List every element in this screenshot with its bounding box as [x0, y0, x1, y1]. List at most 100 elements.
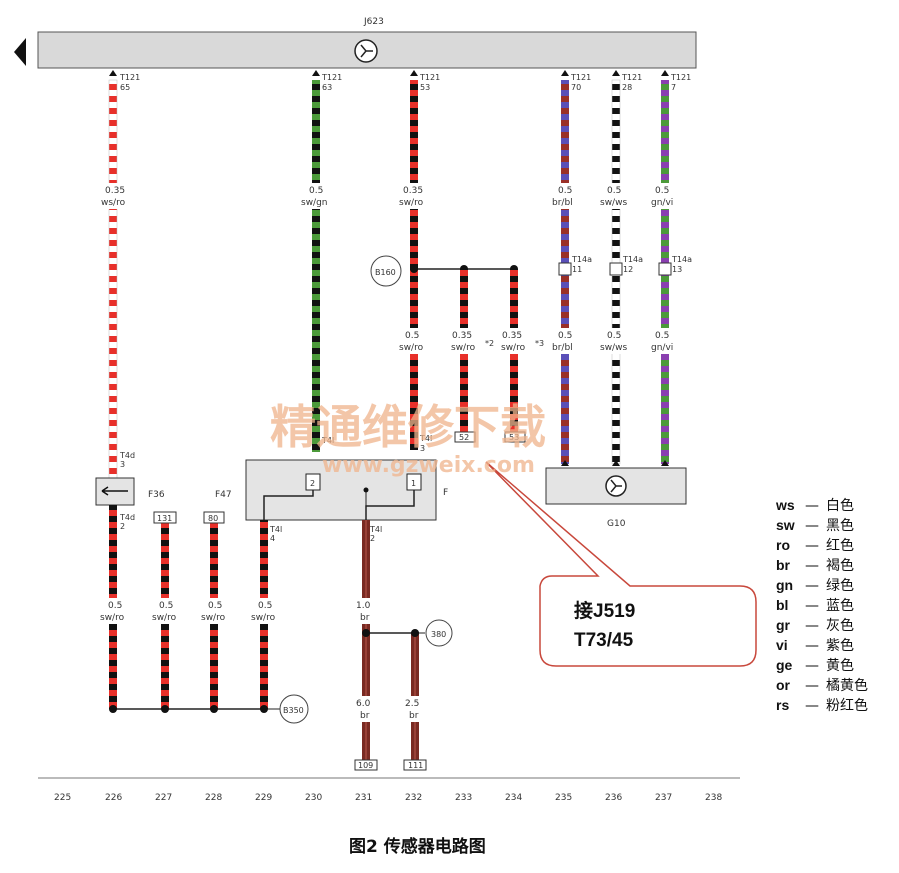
connector-t14a-13 [658, 262, 672, 276]
wire-gauge: 2.5 [405, 699, 419, 709]
wire-color: sw/ro [152, 613, 177, 623]
wire-color: gn/vi [651, 343, 673, 353]
legend-code: ge [776, 657, 793, 673]
wire-color: sw/ro [399, 343, 424, 353]
wire-color: sw/ro [451, 343, 476, 353]
pin-conn-label: T121 [570, 73, 591, 82]
pin-number-label: 70 [571, 83, 581, 92]
wire-gauge: 0.5 [558, 331, 572, 341]
t14a-pin: 13 [672, 265, 682, 274]
legend-name: 黄色 [826, 657, 854, 674]
column-number: 227 [155, 793, 172, 803]
color-legend: ws — 白色 sw — 黑色 ro — 红色 br — 褐色 gn — 绿色 … [775, 497, 868, 714]
legend-dash: — [805, 498, 819, 514]
wire-gauge: 0.5 [655, 186, 669, 196]
pin-conn-label: T4d [119, 451, 135, 460]
column-number: 232 [405, 793, 422, 803]
wire-note: *2 [485, 339, 494, 348]
pin-number-label: 28 [622, 83, 632, 92]
wire-color: sw/ro [399, 198, 424, 208]
pin-number-label: 4 [270, 534, 275, 543]
legend-dash: — [805, 598, 819, 614]
splice-b350 [279, 694, 309, 724]
legend-code: ro [776, 537, 790, 553]
j623-label: J623 [363, 17, 384, 27]
wire-color: br/bl [552, 198, 573, 208]
legend-code: br [776, 557, 791, 573]
ref-box-131 [153, 511, 177, 524]
watermark-text: 精通维修下载 [270, 400, 546, 454]
legend-dash: — [805, 518, 819, 534]
column-number: 238 [705, 793, 722, 803]
legend-name: 绿色 [826, 577, 854, 594]
column-number: 235 [555, 793, 572, 803]
legend-name: 灰色 [826, 617, 854, 634]
f-pin-2-label: 2 [310, 479, 315, 488]
watermark-url: www.gzweix.com [322, 453, 535, 478]
wire-gauge: 0.5 [607, 331, 621, 341]
switch-arrow-icon [101, 486, 128, 496]
wire-gauge: 0.5 [108, 601, 122, 611]
wire-color: br [360, 613, 370, 623]
legend-code: ws [775, 497, 795, 513]
figure-caption: 图2 传感器电路图 [349, 836, 486, 857]
wire-sw-gn-230 [312, 80, 320, 452]
wire-color: gn/vi [651, 198, 673, 208]
component-f [245, 459, 437, 521]
pin-conn-label: T121 [621, 73, 642, 82]
g10-label: G10 [607, 519, 626, 529]
wire-note: *3 [535, 339, 544, 348]
pin-number-label: 63 [322, 83, 332, 92]
ref-109-label: 109 [358, 761, 373, 770]
f-pin-1-label: 1 [411, 479, 416, 488]
splice-b350-label: B350 [283, 706, 304, 715]
column-number: 237 [655, 793, 672, 803]
wire-gauge: 0.5 [405, 331, 419, 341]
connector-t14a-11 [558, 262, 572, 276]
legend-name: 橘黄色 [826, 677, 868, 694]
splice-b160 [370, 255, 402, 287]
legend-code: gn [776, 577, 793, 593]
splice-b160-label: B160 [375, 268, 396, 277]
legend-code: sw [776, 517, 795, 533]
pin-conn-label: T4l [321, 436, 334, 445]
continuation-arrow-icon [14, 38, 26, 66]
callout-line-1: 接J519 [574, 600, 635, 622]
ref-box-109 [354, 759, 378, 771]
legend-name: 红色 [826, 537, 854, 554]
legend-name: 蓝色 [826, 597, 854, 614]
wire-gauge: 0.5 [258, 601, 272, 611]
pin-number-label: 2 [120, 522, 125, 531]
wire-color: br [409, 711, 419, 721]
pin-conn-label: T4l [369, 525, 382, 534]
f36-label: F36 [148, 490, 165, 500]
ref-box-80 [203, 511, 225, 524]
pin-conn-label: T121 [119, 73, 140, 82]
pin-conn-label: T4l [419, 434, 432, 443]
legend-dash: — [805, 658, 819, 674]
wire-color: br [360, 711, 370, 721]
callout-line-2: T73/45 [574, 630, 634, 651]
wire-color: sw/gn [301, 198, 328, 208]
t14a-pin: 12 [623, 265, 633, 274]
legend-dash: — [805, 698, 819, 714]
pin-number-label: 65 [120, 83, 130, 92]
wire-gauge: 0.5 [607, 186, 621, 196]
column-number: 234 [505, 793, 522, 803]
legend-code: rs [776, 697, 789, 713]
legend-dash: — [805, 578, 819, 594]
pin-conn-label: T121 [419, 73, 440, 82]
splice-380-label: 380 [431, 630, 446, 639]
column-number: 229 [255, 793, 272, 803]
f47-label: F47 [215, 490, 232, 500]
wire-gauge: 6.0 [356, 699, 371, 709]
wire-gauge: 0.5 [159, 601, 173, 611]
wire-color: sw/ro [201, 613, 226, 623]
wire-color: sw/ro [251, 613, 276, 623]
legend-dash: — [805, 538, 819, 554]
ref-80-label: 80 [208, 514, 218, 523]
column-number: 230 [305, 793, 322, 803]
legend-name: 紫色 [826, 637, 854, 654]
legend-dash: — [805, 558, 819, 574]
